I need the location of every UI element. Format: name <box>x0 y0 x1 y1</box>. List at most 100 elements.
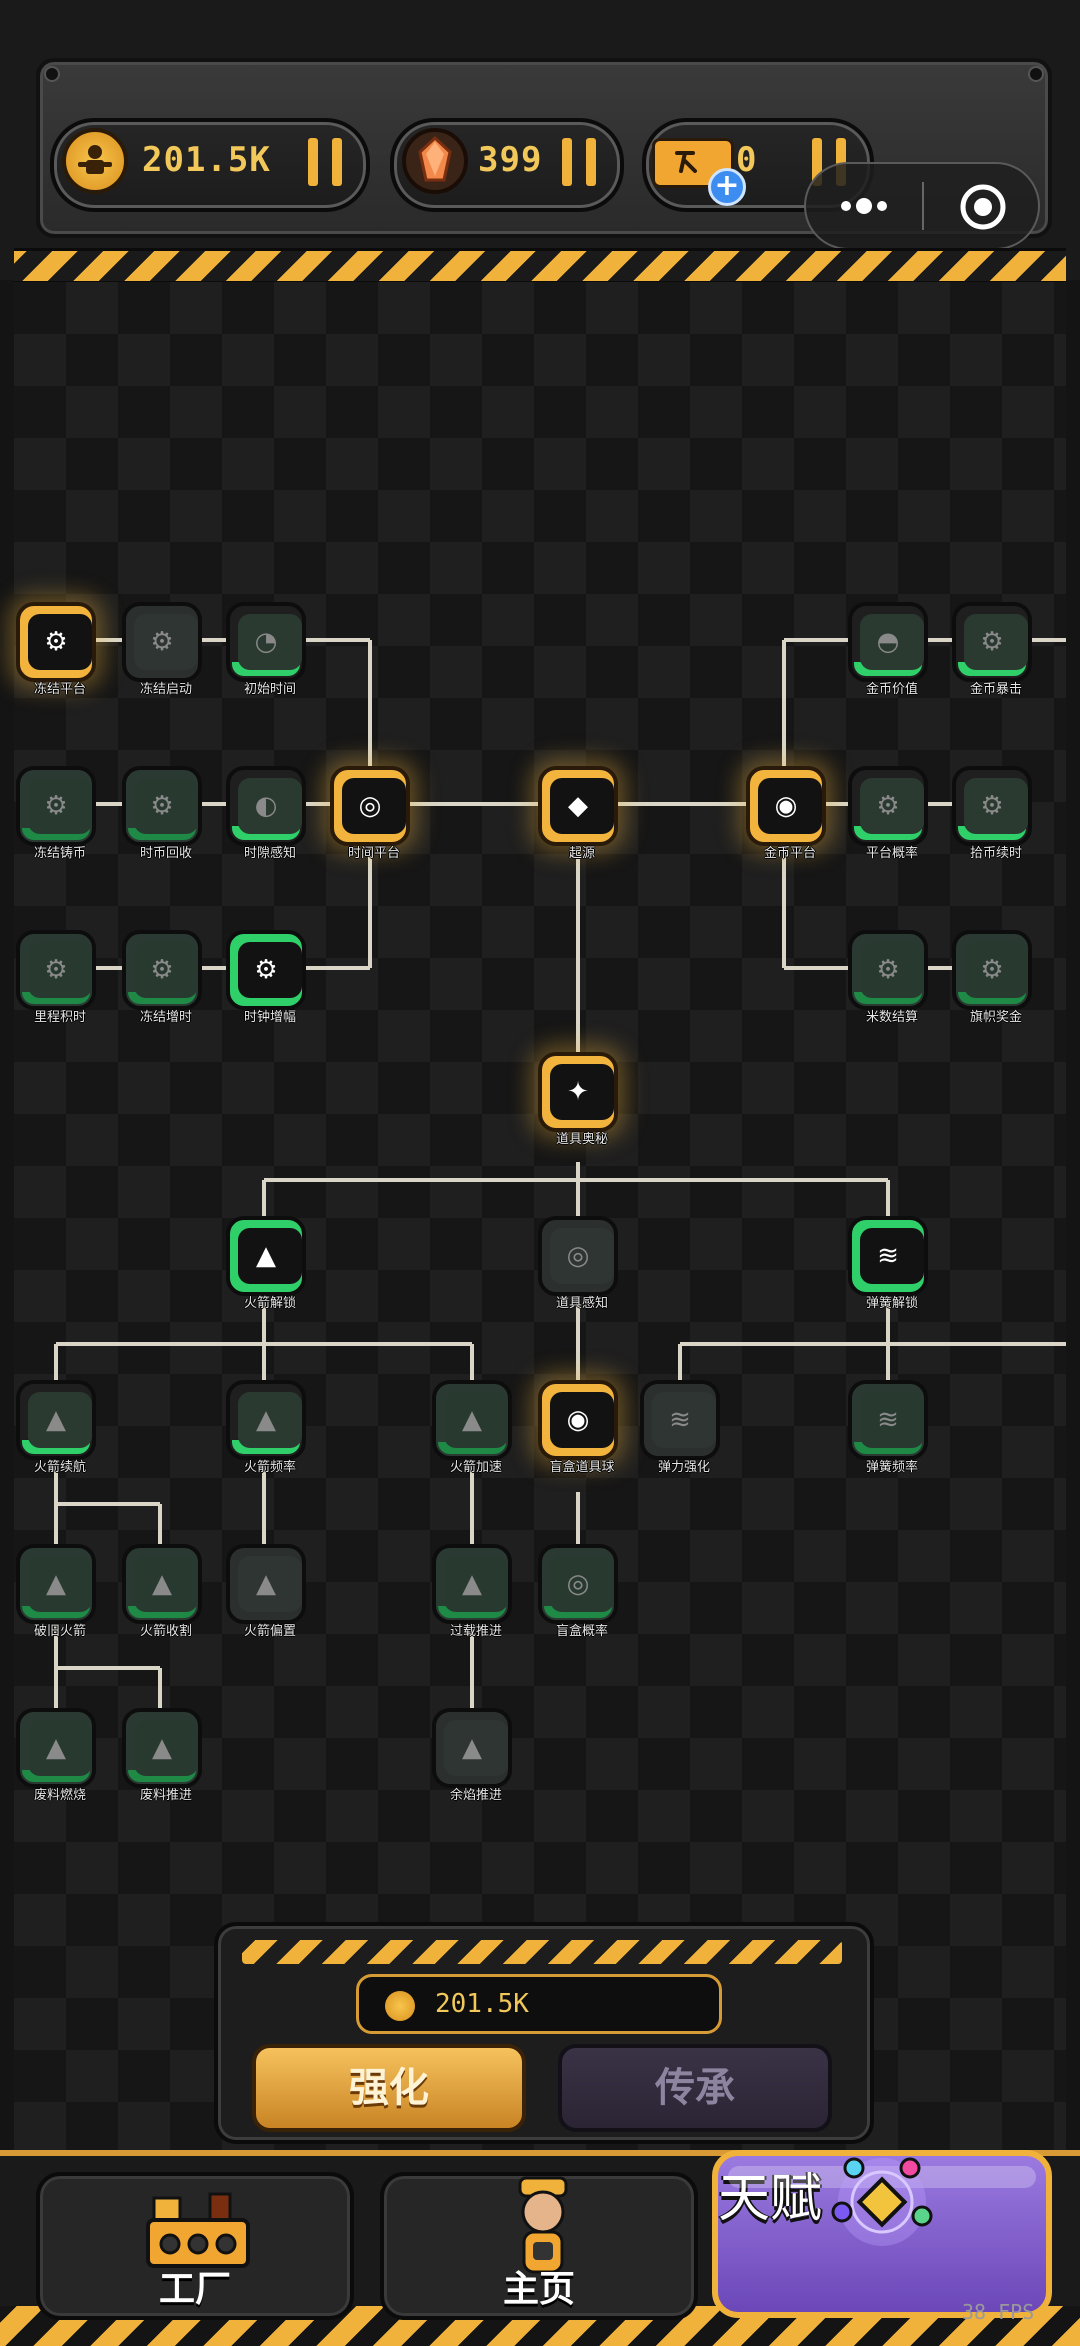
talent-icon: ⚙ <box>150 627 174 657</box>
talent-node[interactable]: ⚙时钟增幅 <box>226 930 306 1025</box>
talent-node-label: 拾币续时 <box>969 846 1022 861</box>
more-icon[interactable] <box>836 194 896 218</box>
strengthen-button[interactable]: 强化 <box>252 2044 526 2132</box>
talent-node[interactable]: ◐时隙感知 <box>226 766 306 861</box>
close-mini-program-icon[interactable] <box>958 182 1008 232</box>
talent-node[interactable]: ▲火箭频率 <box>226 1380 306 1475</box>
talent-node[interactable]: ▲废料推进 <box>122 1708 202 1803</box>
talent-icon: ⚙ <box>44 791 68 821</box>
talent-node[interactable]: ◆ 起源 <box>538 766 618 861</box>
talent-node[interactable]: ⚙冻结铸币 <box>16 766 96 861</box>
gem-counter[interactable]: 399 <box>390 118 624 212</box>
talent-node[interactable]: ✦道具奥秘 <box>538 1052 618 1147</box>
coin-amount: 201.5K <box>142 140 271 180</box>
talent-node[interactable]: ▲火箭续航 <box>16 1380 96 1475</box>
talent-icon: ⚙ <box>980 627 1004 657</box>
talent-node-face <box>964 778 1028 834</box>
talent-icon: ◔ <box>254 627 278 657</box>
talent-node-label: 冻结增时 <box>139 1010 192 1025</box>
inherit-button[interactable]: 传承 <box>558 2044 832 2132</box>
talent-node[interactable]: ⚙冻结增时 <box>122 930 202 1025</box>
talent-node[interactable]: ◔ 初始时间 <box>226 602 306 697</box>
talent-node[interactable]: ▲火箭加速 <box>432 1380 512 1475</box>
add-ticket-button[interactable]: + <box>708 168 746 206</box>
coin-icon <box>62 128 128 194</box>
talent-node-face <box>550 1064 614 1120</box>
talent-node-label: 弹簧解锁 <box>865 1296 918 1311</box>
talent-node[interactable]: ▲余焰推进 <box>432 1708 512 1803</box>
talent-icon: ▲ <box>256 1569 276 1599</box>
capsule-divider <box>922 182 924 230</box>
talent-node-label: 起源 <box>568 846 595 861</box>
talent-node[interactable]: ▲过载推进 <box>432 1544 512 1639</box>
talent-icon: ▲ <box>256 1405 276 1435</box>
talent-node-face <box>860 1392 924 1448</box>
talent-node[interactable]: ⚙ 平台概率 <box>848 766 928 861</box>
talent-node[interactable]: ⚙米数结算 <box>848 930 928 1025</box>
talent-node-face <box>28 778 92 834</box>
talent-node[interactable]: ◎道具感知 <box>538 1216 618 1311</box>
talent-node-face <box>238 614 302 670</box>
bolt-icon <box>44 66 60 82</box>
pause-icon <box>308 138 348 186</box>
talent-node[interactable]: ◎盲盒概率 <box>538 1544 618 1639</box>
talent-node[interactable]: ▲火箭解锁 <box>226 1216 306 1311</box>
talent-icon: ⚙ <box>44 627 68 657</box>
talent-node-label: 平台概率 <box>865 846 918 861</box>
talent-node-face <box>134 1556 198 1612</box>
nav-factory[interactable]: 工厂 <box>36 2172 354 2320</box>
talent-node-face <box>134 942 198 998</box>
talent-node[interactable]: ◉盲盒道具球 <box>538 1380 618 1475</box>
talent-node-face <box>28 1392 92 1448</box>
talent-node[interactable]: ⚙冻结启动 <box>122 602 202 697</box>
talent-node-label: 金币价值 <box>865 682 918 697</box>
talent-node[interactable]: ≋弹簧频率 <box>848 1380 928 1475</box>
talent-node-face <box>758 778 822 834</box>
talent-node[interactable]: ⚙里程积时 <box>16 930 96 1025</box>
talent-node-face <box>28 1556 92 1612</box>
talent-node-face <box>28 942 92 998</box>
talent-node-face <box>550 778 614 834</box>
talent-node[interactable]: ≋弹簧解锁 <box>848 1216 928 1311</box>
talent-node[interactable]: ⚙冻结平台 <box>16 602 96 697</box>
talent-icon: ⚙ <box>876 791 900 821</box>
coin-counter[interactable]: 201.5K <box>50 118 370 212</box>
talent-node[interactable]: ⚙拾币续时 <box>952 766 1032 861</box>
talent-node[interactable]: ◓金币价值 <box>848 602 928 697</box>
talent-node[interactable]: ▲废料燃烧 <box>16 1708 96 1803</box>
talent-icon: ⚙ <box>44 955 68 985</box>
talent-node-label: 过载推进 <box>449 1624 502 1639</box>
talent-node[interactable]: ▲破旧火箭 <box>16 1544 96 1639</box>
talent-tree-board[interactable]: ⚙冻结平台 ⚙冻结启动 ◔ 初始时间 ⚙冻结铸币 ⚙时币回收 ◐时隙感知 ◎时间平台 ⚙里程积时… <box>14 282 1066 2162</box>
talent-icon: ◐ <box>254 791 278 821</box>
talent-icon: ◎ <box>566 1569 590 1599</box>
talent-node-label: 弹力强化 <box>657 1460 710 1475</box>
talent-node-face <box>860 1228 924 1284</box>
talent-node[interactable]: ▲火箭偏置 <box>226 1544 306 1639</box>
talent-node-face <box>444 1392 508 1448</box>
talent-node[interactable]: ◎时间平台 <box>330 766 410 861</box>
talent-node[interactable]: ⚙ 金币暴击 <box>952 602 1032 697</box>
nav-home[interactable]: 主页 <box>380 2172 698 2320</box>
talent-node[interactable]: ⚙旗帜奖金 <box>952 930 1032 1025</box>
top-bar: 201.5K 399 0 + <box>0 0 1080 284</box>
talent-icon: ⚙ <box>980 955 1004 985</box>
talent-node-label: 火箭加速 <box>449 1460 502 1475</box>
talent-node-label: 金币暴击 <box>969 682 1022 697</box>
nav-talent[interactable]: 天赋 <box>712 2150 1052 2318</box>
talent-nodes: ⚙冻结平台 ⚙冻结启动 ◔ 初始时间 ⚙冻结铸币 ⚙时币回收 ◐时隙感知 ◎时间平台 ⚙里程积时… <box>14 282 1066 2162</box>
talent-node[interactable]: ⚙时币回收 <box>122 766 202 861</box>
upgrade-panel: 201.5K 强化 传承 <box>214 1922 874 2144</box>
talent-node[interactable]: ◉金币平台 <box>746 766 826 861</box>
talent-icon: ✦ <box>567 1077 589 1107</box>
talent-node-label: 破旧火箭 <box>33 1624 86 1639</box>
talent-node[interactable]: ≋ 弹力强化 <box>640 1380 720 1475</box>
talent-node-label: 初始时间 <box>243 682 296 697</box>
talent-node-face <box>964 614 1028 670</box>
talent-icon: ◆ <box>568 791 588 821</box>
talent-icon: ≋ <box>669 1405 691 1435</box>
talent-node-label: 弹簧频率 <box>865 1460 918 1475</box>
talent-node-face <box>550 1228 614 1284</box>
talent-node-face <box>652 1392 716 1448</box>
talent-node[interactable]: ▲火箭收割 <box>122 1544 202 1639</box>
